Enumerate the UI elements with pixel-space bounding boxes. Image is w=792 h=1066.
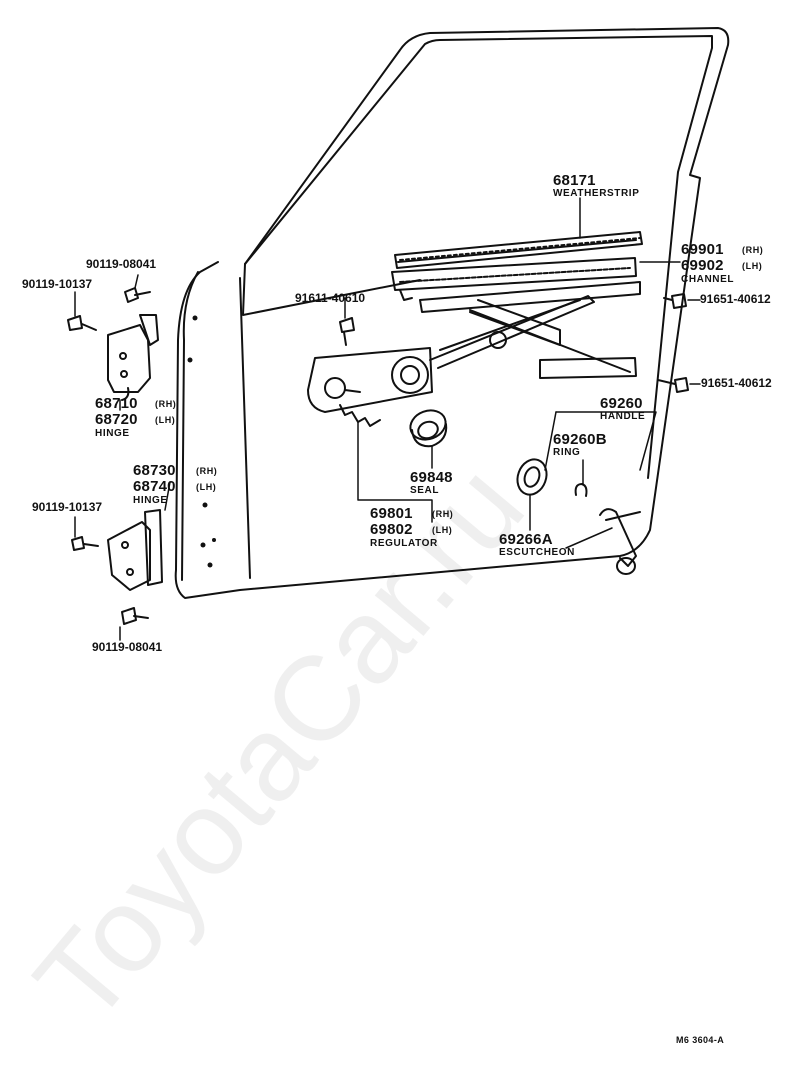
handle-part — [599, 508, 641, 575]
regulator-side-lh: (LH) — [432, 525, 453, 535]
weatherstrip-number: 68171 — [553, 172, 596, 189]
escutcheon-number: 69266A — [499, 531, 553, 548]
upper-hinge-number-lh: 68720 — [95, 411, 138, 428]
seal-name: SEAL — [410, 485, 440, 496]
upper-hinge-bolt-a-label: 90119-08041 — [86, 257, 157, 271]
lower-hinge-bolt-a-label: 90119-10137 — [32, 500, 103, 514]
lower-hinge-side-rh: (RH) — [196, 466, 218, 476]
upper-hinge-number-rh: 68710 — [95, 395, 138, 412]
channel-label: 69901 (RH) 69902 (LH) CHANNEL — [681, 242, 791, 285]
lower-hinge-bolt-b-label: 90119-08041 — [92, 640, 163, 654]
upper-hinge-name: HINGE — [95, 428, 130, 439]
channel-number-rh: 69901 — [681, 241, 724, 258]
channel-name: CHANNEL — [681, 274, 735, 285]
seal-label: 69848 SEAL — [410, 470, 453, 496]
weatherstrip-name: WEATHERSTRIP — [553, 188, 640, 199]
escutcheon-name: ESCUTCHEON — [499, 547, 576, 558]
seal-part — [409, 409, 448, 448]
weatherstrip-part — [394, 231, 643, 269]
ring-label: 69260B RING — [553, 432, 607, 458]
bolt-rear-upper-label: 91651-40612 — [700, 292, 771, 306]
upper-hinge-bolt-b-label: 90119-10137 — [22, 277, 93, 291]
upper-hinge-part — [107, 314, 159, 401]
escutcheon-part — [516, 458, 548, 496]
regulator-number-lh: 69802 — [370, 521, 413, 538]
channel-side-lh: (LH) — [742, 261, 763, 271]
leader-lines — [74, 197, 701, 641]
upper-hinge-side-rh: (RH) — [155, 399, 177, 409]
lower-hinge-name: HINGE — [133, 495, 168, 506]
lower-hinge-part — [107, 509, 163, 591]
door-frame — [174, 27, 730, 599]
bolt-91611-label: 91611-40610 — [295, 291, 366, 305]
handle-label: 69260 HANDLE — [600, 396, 645, 422]
regulator-part — [307, 281, 641, 427]
channel-number-lh: 69902 — [681, 257, 724, 274]
door-holes — [187, 315, 216, 568]
seal-number: 69848 — [410, 469, 453, 486]
lower-hinge-number-rh: 68730 — [133, 462, 176, 479]
upper-hinge-side-lh: (LH) — [155, 415, 176, 425]
escutcheon-label: 69266A ESCUTCHEON — [499, 532, 575, 558]
handle-number: 69260 — [600, 395, 643, 412]
ring-number: 69260B — [553, 431, 607, 448]
lower-hinge-side-lh: (LH) — [196, 482, 217, 492]
ring-name: RING — [553, 447, 581, 458]
ring-part — [574, 483, 588, 497]
bolt-rear-lower-label: 91651-40612 — [701, 376, 772, 390]
lower-hinge-label: 68730 (RH) 68740 (LH) HINGE — [133, 463, 233, 506]
bolts — [67, 287, 689, 625]
regulator-label: 69801 (RH) 69802 (LH) REGULATOR — [370, 506, 470, 549]
regulator-side-rh: (RH) — [432, 509, 454, 519]
handle-name: HANDLE — [600, 411, 646, 422]
upper-hinge-label: 68710 (RH) 68720 (LH) HINGE — [95, 396, 195, 439]
channel-part — [391, 257, 637, 301]
channel-side-rh: (RH) — [742, 245, 764, 255]
weatherstrip-label: 68171 WEATHERSTRIP — [553, 173, 639, 199]
lower-hinge-number-lh: 68740 — [133, 478, 176, 495]
regulator-name: REGULATOR — [370, 538, 438, 549]
figure-code: M6 3604-A — [676, 1035, 725, 1045]
regulator-number-rh: 69801 — [370, 505, 413, 522]
